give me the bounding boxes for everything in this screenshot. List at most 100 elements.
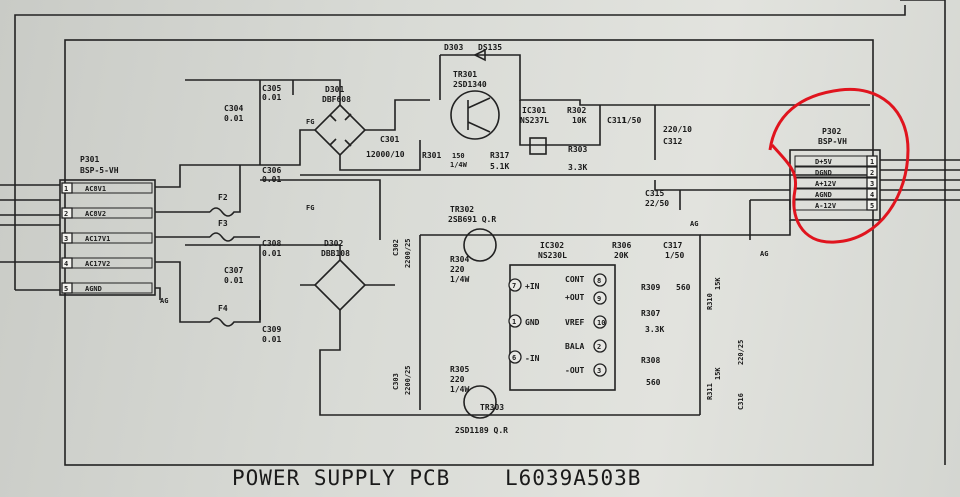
svg-text:2200/25: 2200/25 bbox=[404, 238, 412, 268]
p302-pin-name: A+12V bbox=[815, 180, 837, 188]
svg-text:10K: 10K bbox=[572, 116, 587, 125]
p301-type: BSP-5-VH bbox=[80, 166, 119, 175]
svg-text:2200/25: 2200/25 bbox=[404, 365, 412, 395]
p301-pin-num: 1 bbox=[64, 185, 68, 193]
ic302-pin-num: 7 bbox=[512, 282, 516, 290]
ic302-pin-circle bbox=[593, 315, 607, 329]
svg-text:D302: D302 bbox=[324, 239, 343, 248]
p301-ref: P301 bbox=[80, 155, 99, 164]
outer-frame-right bbox=[900, 0, 946, 465]
svg-text:R308: R308 bbox=[641, 356, 660, 365]
svg-text:-IN: -IN bbox=[525, 354, 540, 363]
fuse-f4 bbox=[209, 300, 261, 327]
p301-pin-name: AC8V1 bbox=[85, 185, 106, 193]
svg-text:+IN: +IN bbox=[525, 282, 540, 291]
svg-text:220/25: 220/25 bbox=[737, 340, 745, 365]
pcb-part-number: L6039A503B bbox=[505, 466, 641, 490]
svg-text:C306: C306 bbox=[262, 166, 281, 175]
ic302-pin-num: 2 bbox=[597, 343, 601, 351]
svg-text:5.1K: 5.1K bbox=[490, 162, 509, 171]
p301-pin-name: AGND bbox=[85, 285, 102, 293]
svg-text:VREF: VREF bbox=[565, 318, 584, 327]
ic301-body bbox=[529, 137, 547, 155]
p301-pin-name: AC8V2 bbox=[85, 210, 106, 218]
svg-text:22/50: 22/50 bbox=[645, 199, 669, 208]
svg-text:0.01: 0.01 bbox=[262, 335, 281, 344]
fuse-f2 bbox=[209, 165, 241, 217]
svg-text:DBB108: DBB108 bbox=[321, 249, 350, 258]
svg-text:R302: R302 bbox=[567, 106, 586, 115]
p301-pin-name: AC17V2 bbox=[85, 260, 110, 268]
svg-text:0.01: 0.01 bbox=[262, 175, 281, 184]
fuse-f3 bbox=[209, 232, 260, 242]
ic302-pin-circle bbox=[508, 314, 522, 328]
svg-text:R306: R306 bbox=[612, 241, 631, 250]
p301-pin-name: AC17V1 bbox=[85, 235, 110, 243]
svg-text:P302: P302 bbox=[822, 127, 841, 136]
annotation-circle bbox=[768, 87, 910, 244]
p302-pin-name: AGND bbox=[815, 191, 832, 199]
svg-text:3.3K: 3.3K bbox=[645, 325, 664, 334]
transistor-tr303 bbox=[463, 385, 497, 419]
svg-text:1/4W: 1/4W bbox=[450, 385, 469, 394]
svg-text:C317: C317 bbox=[663, 241, 682, 250]
svg-text:C303: C303 bbox=[392, 373, 400, 390]
ic302-pin-circle bbox=[508, 350, 522, 364]
p302-pin-5 bbox=[866, 199, 878, 211]
svg-text:220: 220 bbox=[450, 375, 465, 384]
ic302-pin-num: 10 bbox=[597, 319, 605, 327]
svg-text:AG: AG bbox=[160, 297, 168, 305]
svg-text:2SD1340: 2SD1340 bbox=[453, 80, 487, 89]
svg-text:R305: R305 bbox=[450, 365, 469, 374]
svg-text:C316: C316 bbox=[737, 393, 745, 410]
svg-text:NS230L: NS230L bbox=[538, 251, 567, 260]
p301-pin-num: 5 bbox=[64, 285, 68, 293]
svg-text:GND: GND bbox=[525, 318, 540, 327]
svg-text:D303: D303 bbox=[444, 43, 463, 52]
ic302-pin-circle bbox=[593, 363, 607, 377]
f2-label: F2 bbox=[218, 193, 228, 202]
p302-pin-num: 5 bbox=[870, 202, 874, 210]
svg-text:DS135: DS135 bbox=[478, 43, 502, 52]
svg-text:IC301: IC301 bbox=[522, 106, 546, 115]
svg-text:0.01: 0.01 bbox=[262, 249, 281, 258]
svg-text:-OUT: -OUT bbox=[565, 366, 584, 375]
transistor-tr301 bbox=[450, 90, 500, 140]
svg-text:CONT: CONT bbox=[565, 275, 584, 284]
svg-text:560: 560 bbox=[676, 283, 691, 292]
svg-text:C305: C305 bbox=[262, 84, 281, 93]
ic302-pin-circle bbox=[508, 278, 522, 292]
svg-text:TR301: TR301 bbox=[453, 70, 477, 79]
p302-pin-1 bbox=[866, 155, 878, 167]
svg-text:C309: C309 bbox=[262, 325, 281, 334]
p302-pin-num: 1 bbox=[870, 158, 874, 166]
svg-text:3.3K: 3.3K bbox=[568, 163, 587, 172]
svg-text:TR302: TR302 bbox=[450, 205, 474, 214]
p302-pin-num: 2 bbox=[870, 169, 874, 177]
svg-text:DBF608: DBF608 bbox=[322, 95, 351, 104]
svg-text:R303: R303 bbox=[568, 145, 587, 154]
svg-text:C308: C308 bbox=[262, 239, 281, 248]
pcb-outline bbox=[64, 39, 874, 466]
svg-text:0.01: 0.01 bbox=[224, 114, 243, 123]
pcb-title: POWER SUPPLY PCB bbox=[232, 466, 450, 490]
ic302-pin-num: 1 bbox=[512, 318, 516, 326]
f4-label: F4 bbox=[218, 304, 228, 313]
svg-text:AG: AG bbox=[690, 220, 698, 228]
svg-text:NS237L: NS237L bbox=[520, 116, 549, 125]
p302-pin-2 bbox=[866, 166, 878, 178]
svg-text:C312: C312 bbox=[663, 137, 682, 146]
p302-pin-4 bbox=[866, 188, 878, 200]
ic302-pin-circle bbox=[593, 291, 607, 305]
bridge-d302 bbox=[313, 258, 367, 312]
svg-text:1/4W: 1/4W bbox=[450, 161, 468, 169]
p302-pin-name: A-12V bbox=[815, 202, 837, 210]
p302-pin-num: 3 bbox=[870, 180, 874, 188]
ic302-pin-circle bbox=[593, 273, 607, 287]
svg-text:R311: R311 bbox=[706, 383, 714, 400]
svg-text:20K: 20K bbox=[614, 251, 629, 260]
svg-text:2SD1189 Q.R: 2SD1189 Q.R bbox=[455, 426, 508, 435]
